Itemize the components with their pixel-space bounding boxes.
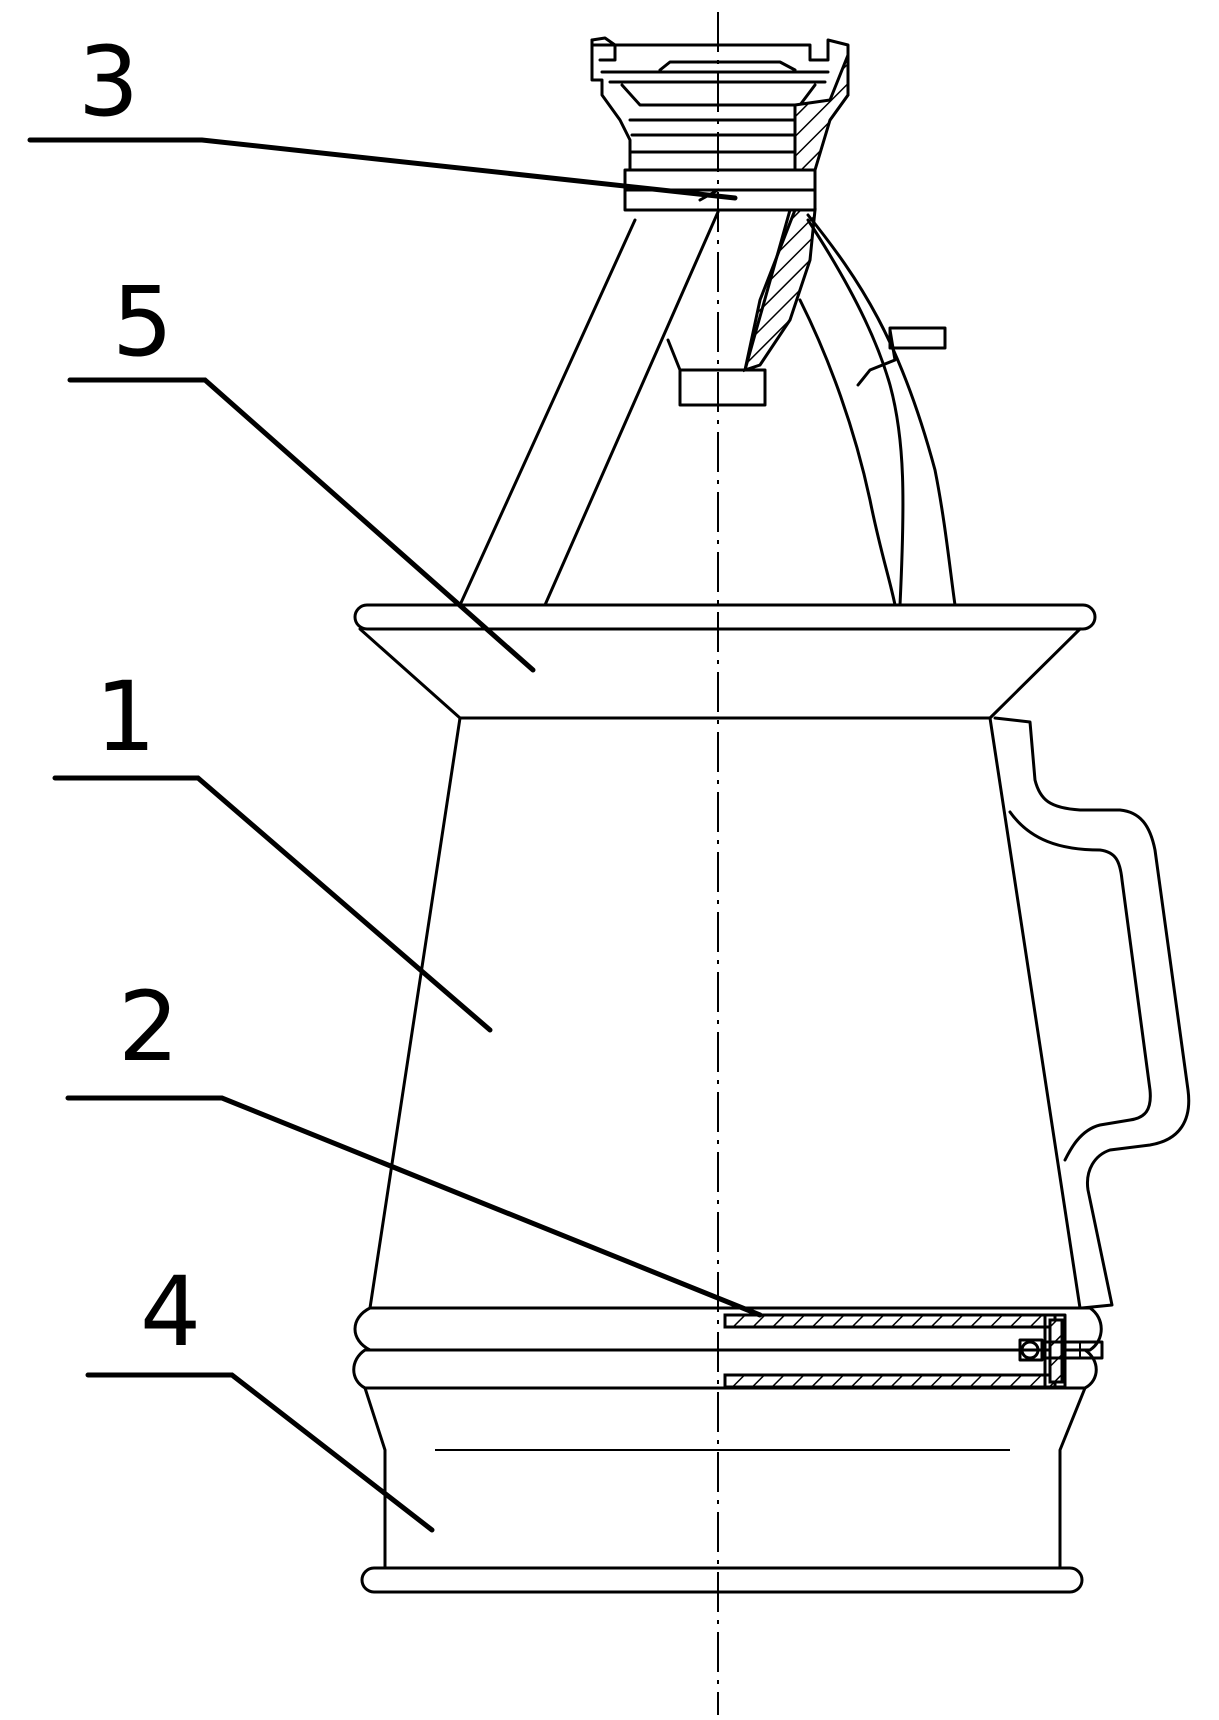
label-part-3: 3 (78, 26, 139, 138)
label-part-1: 1 (95, 661, 156, 773)
main-body (368, 716, 1191, 1310)
hopper-rim (353, 603, 1097, 720)
label-part-2: 2 (118, 971, 179, 1083)
leader-lines (27, 137, 763, 1533)
leader-4 (85, 1372, 435, 1533)
leader-1 (52, 775, 493, 1033)
lower-band (352, 1306, 1104, 1390)
leader-5 (67, 377, 536, 673)
upper-cone (458, 210, 957, 607)
leader-2 (65, 1095, 763, 1318)
bottom-skirt (360, 1386, 1087, 1594)
label-part-5: 5 (112, 266, 173, 378)
label-part-4: 4 (140, 1256, 201, 1368)
leader-3 (27, 137, 738, 201)
